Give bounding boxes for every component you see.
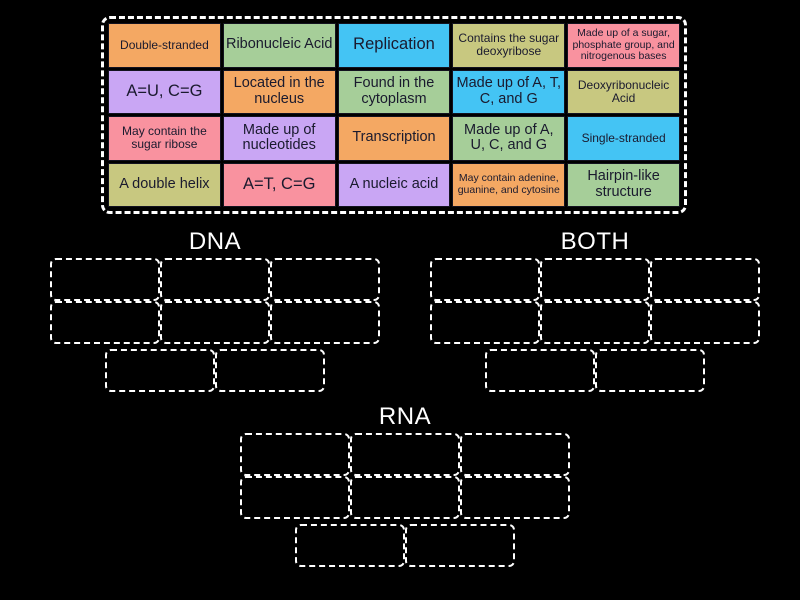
drop-slot-dna[interactable] <box>270 258 380 301</box>
answer-tile-label: May contain the sugar ribose <box>122 124 207 152</box>
drop-zone-label-dna: DNA <box>188 228 242 255</box>
drop-slot-both[interactable] <box>595 349 705 392</box>
drop-slot-row <box>295 524 515 567</box>
answer-tile[interactable]: May contain the sugar ribose <box>108 116 221 161</box>
drop-slot-row <box>240 433 570 476</box>
answer-tile[interactable]: A double helix <box>108 162 221 207</box>
drop-slot-dna[interactable] <box>50 258 160 301</box>
drop-slot-both[interactable] <box>540 258 650 301</box>
answer-tile[interactable]: A=T, C=G <box>222 162 336 207</box>
answer-tile[interactable]: Made up of A, T, C, and G <box>452 69 566 114</box>
answer-tile-label: A=T, C=G <box>242 174 316 193</box>
answer-tile-label: Contains the sugar deoxyribose <box>458 31 560 59</box>
answer-tile-label: Made up of a sugar, phosphate group, and… <box>572 27 675 62</box>
answer-tile[interactable]: Hairpin-like structure <box>567 162 680 207</box>
answer-tile-label: Made up of nucleotides <box>242 121 316 154</box>
drop-slot-rna[interactable] <box>295 524 405 567</box>
answer-tile[interactable]: Replication <box>337 23 451 68</box>
answer-tile-label: Hairpin-like structure <box>587 168 660 200</box>
drop-slot-dna[interactable] <box>105 349 215 392</box>
drop-zone-label-both: BOTH <box>560 228 630 255</box>
answer-tile[interactable]: Contains the sugar deoxyribose <box>452 23 566 68</box>
answer-tile-label: Single-stranded <box>581 130 666 145</box>
drop-slot-row <box>485 349 705 392</box>
drop-zone-dna[interactable]: DNA <box>36 228 394 392</box>
answer-tile-bank: Double-stranded Ribonucleic Acid Replicati… <box>101 16 687 214</box>
drop-slot-dna[interactable] <box>160 301 270 344</box>
answer-tile-label: A double helix <box>119 175 210 192</box>
drop-slot-dna[interactable] <box>160 258 270 301</box>
answer-tile[interactable]: Made up of A, U, C, and G <box>452 116 566 161</box>
answer-tile-label: A=U, C=G <box>126 81 203 100</box>
drop-slot-both[interactable] <box>650 258 760 301</box>
drop-slot-row <box>430 301 760 344</box>
answer-tile-label: Transcription <box>352 129 436 146</box>
answer-tile-label: May contain adenine, guanine, and cytosi… <box>457 172 560 196</box>
answer-tile[interactable]: Ribonucleic Acid <box>222 23 336 68</box>
answer-tile[interactable]: A nucleic acid <box>337 162 451 207</box>
answer-tile-label: Double-stranded <box>120 37 209 52</box>
drop-slot-both[interactable] <box>430 258 540 301</box>
drop-zone-label-rna: RNA <box>378 403 432 430</box>
drop-slot-both[interactable] <box>485 349 595 392</box>
tile-grid: Double-stranded Ribonucleic Acid Replicati… <box>108 23 680 207</box>
drop-slot-dna[interactable] <box>50 301 160 344</box>
drop-slot-dna[interactable] <box>270 301 380 344</box>
drop-slot-row <box>430 258 760 301</box>
answer-tile[interactable]: Located in the nucleus <box>222 69 336 114</box>
drop-zone-rna[interactable]: RNA <box>226 403 584 567</box>
drop-slot-rna[interactable] <box>460 433 570 476</box>
drop-slot-container-both <box>416 258 774 392</box>
drop-slot-both[interactable] <box>540 301 650 344</box>
drop-slot-rna[interactable] <box>405 524 515 567</box>
answer-tile[interactable]: Made up of nucleotides <box>222 116 336 161</box>
drop-slot-rna[interactable] <box>460 476 570 519</box>
drop-slot-rna[interactable] <box>240 433 350 476</box>
answer-tile-label: Made up of A, T, C, and G <box>456 75 562 107</box>
answer-tile[interactable]: Double-stranded <box>108 23 221 68</box>
drop-slot-row <box>50 301 380 344</box>
answer-tile[interactable]: May contain adenine, guanine, and cytosi… <box>452 162 566 207</box>
drop-slot-both[interactable] <box>650 301 760 344</box>
answer-tile[interactable]: Transcription <box>337 116 451 161</box>
answer-tile-label: A nucleic acid <box>349 175 439 192</box>
answer-tile[interactable]: A=U, C=G <box>108 69 221 114</box>
drop-slot-container-rna <box>226 433 584 567</box>
answer-tile-label: Located in the nucleus <box>233 75 325 107</box>
drop-slot-rna[interactable] <box>240 476 350 519</box>
answer-tile-label: Deoxyribonucleic Acid <box>577 77 670 105</box>
drop-slot-rna[interactable] <box>350 476 460 519</box>
drop-zone-both[interactable]: BOTH <box>416 228 774 392</box>
answer-tile-label: Ribonucleic Acid <box>225 36 333 53</box>
answer-tile[interactable]: Single-stranded <box>567 116 680 161</box>
answer-tile[interactable]: Deoxyribonucleic Acid <box>567 69 680 114</box>
answer-tile-label: Found in the cytoplasm <box>353 75 435 107</box>
drop-slot-row <box>105 349 325 392</box>
drop-slot-container-dna <box>36 258 394 392</box>
answer-tile[interactable]: Made up of a sugar, phosphate group, and… <box>567 23 680 68</box>
answer-tile-label: Replication <box>353 35 435 54</box>
drop-slot-row <box>50 258 380 301</box>
drop-slot-dna[interactable] <box>215 349 325 392</box>
answer-tile[interactable]: Found in the cytoplasm <box>337 69 451 114</box>
answer-tile-label: Made up of A, U, C, and G <box>464 121 554 154</box>
drop-slot-row <box>240 476 570 519</box>
drop-slot-rna[interactable] <box>350 433 460 476</box>
drop-slot-both[interactable] <box>430 301 540 344</box>
